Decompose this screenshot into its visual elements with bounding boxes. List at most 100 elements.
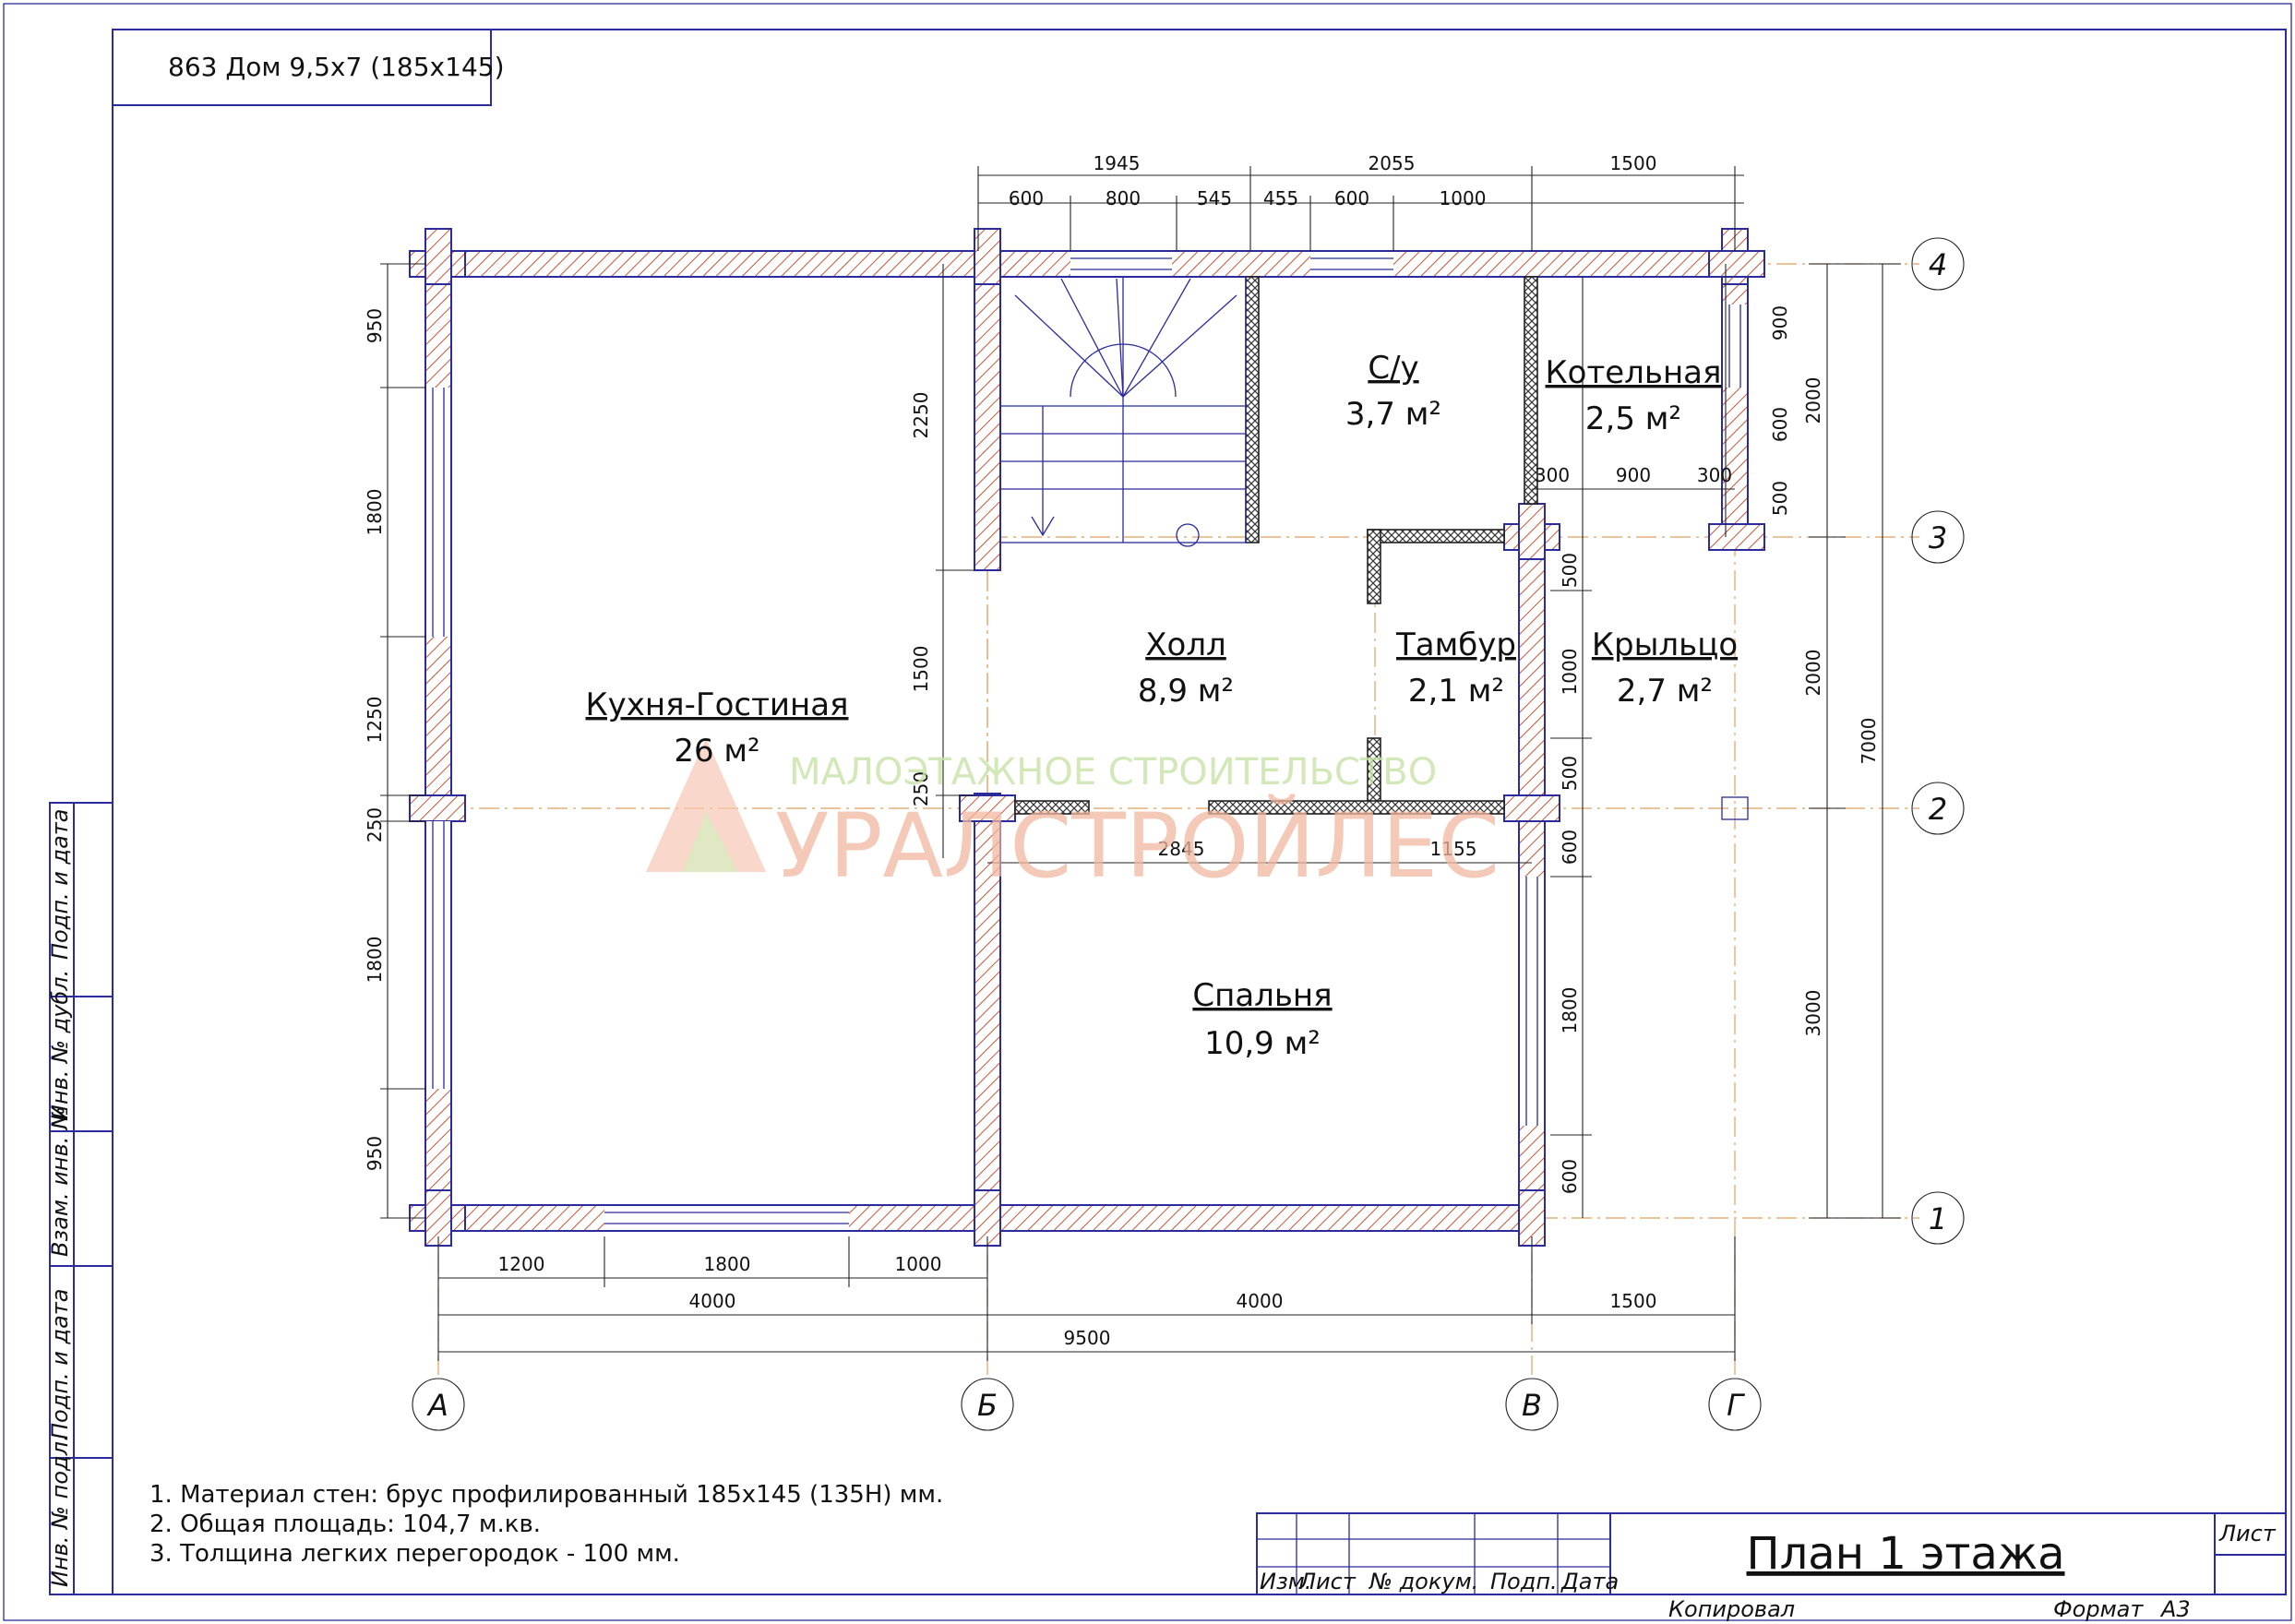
sheet-title: План 1 этажа [1747,1528,2065,1580]
sheet-frame: 863 Дом 9,5х7 (185х145) [3,3,2292,1621]
axis-row-1: 1 [1929,1201,1947,1236]
tb-copied: Копировал [1668,1596,1795,1622]
dim-boiler-900: 900 [1616,464,1651,486]
dim-right-2000b: 2000 [1802,650,1824,697]
dim-right-500c: 500 [1559,756,1581,791]
tb-format-value: А3 [2159,1596,2191,1622]
dim-left-250: 250 [364,807,386,842]
dim-stair-2250: 2250 [910,392,932,439]
dim-bottom-1800: 1800 [704,1253,751,1275]
stamp-inv-orig: Инв. № подл. [47,1434,73,1587]
note-1: 1. Материал стен: брус профилированный 1… [149,1481,943,1509]
dim-right-7000: 7000 [1858,718,1880,765]
dim-left-950b: 950 [364,1136,386,1171]
dim-right-900: 900 [1769,305,1791,340]
staircase [999,276,1247,547]
dim-right-600: 600 [1769,407,1791,442]
walls [409,228,1765,1247]
room-area-porch: 2,7 м² [1617,673,1713,710]
notes: 1. Материал стен: брус профилированный 1… [149,1481,943,1568]
room-area-hall: 8,9 м² [1138,673,1234,710]
title-block: Изм. Лист № докум. Подп. Дата План 1 эта… [1256,1512,2287,1622]
project-title: 863 Дом 9,5х7 (185х145) [168,52,505,82]
dim-left-1800b: 1800 [364,937,386,984]
axis-row-3: 3 [1929,520,1947,555]
room-name-kitchen: Кухня-Гостиная [586,687,849,723]
stamp-sign-date-2: Подп. и дата [47,1289,73,1440]
dim-right-2000: 2000 [1802,377,1824,424]
axis-col-g: Г [1727,1388,1745,1423]
side-stamp: Подп. и дата Инв. № дубл. Взам. инв. № П… [47,802,114,1595]
dim-right-1000: 1000 [1559,649,1581,696]
dim-right-600c: 600 [1559,1159,1581,1194]
watermark-logo-icon [646,738,766,872]
dim-boiler-300: 300 [1535,464,1570,486]
dim-top-545: 545 [1197,187,1232,209]
dim-bottom-4000b: 4000 [1237,1290,1284,1312]
room-area-vestibule: 2,1 м² [1408,673,1504,710]
dim-top-1000: 1000 [1440,187,1487,209]
room-area-kitchen: 26 м² [674,733,759,770]
dim-top-1945: 1945 [1094,152,1141,174]
tb-format-label: Формат [2053,1596,2144,1622]
room-area-boiler: 2,5 м² [1585,400,1681,437]
room-area-wc: 3,7 м² [1345,396,1441,433]
room-name-boiler: Котельная [1546,354,1722,391]
room-name-bedroom: Спальня [1192,977,1332,1014]
note-3: 3. Толщина легких перегородок - 100 мм. [149,1540,680,1568]
dim-left-1800: 1800 [364,489,386,536]
tb-col-sign: Подп. [1490,1569,1558,1594]
tb-sheet-label: Лист [2218,1521,2277,1546]
tb-col-date: Дата [1560,1569,1619,1594]
dim-bottom-4000: 4000 [689,1290,736,1312]
dim-right-3000: 3000 [1802,990,1824,1037]
dim-top-600b: 600 [1334,187,1369,209]
dim-bottom-1200: 1200 [498,1253,545,1275]
dim-stair-1500: 1500 [910,646,932,693]
dim-right-600b: 600 [1559,830,1581,865]
dim-stair-250: 250 [910,771,932,806]
dim-bottom-1000: 1000 [895,1253,942,1275]
dim-interior-1155: 1155 [1430,838,1477,860]
dim-right-1800: 1800 [1559,987,1581,1034]
axis-col-v: В [1522,1388,1542,1423]
axis-row-2: 2 [1929,792,1947,827]
tb-col-doc: № докум. [1368,1569,1478,1594]
watermark: МАЛОЭТАЖНОЕ СТРОИТЕЛЬСТВО УРАЛСТРОЙЛЕС [646,738,1500,898]
axis-row-4: 4 [1929,247,1947,282]
dim-top-800: 800 [1106,187,1141,209]
dim-left-1250: 1250 [364,697,386,744]
dimension-texts: 1945 2055 1500 600 800 545 455 600 1000 … [364,152,1880,1349]
dim-bottom-9500: 9500 [1064,1327,1111,1349]
dimension-lines [380,166,1901,1361]
dim-top-1500: 1500 [1610,152,1657,174]
room-area-bedroom: 10,9 м² [1204,1025,1321,1062]
room-name-porch: Крыльцо [1592,627,1738,663]
stamp-replace-inv: Взам. инв. № [47,1106,73,1257]
watermark-line1: МАЛОЭТАЖНОЕ СТРОИТЕЛЬСТВО [789,751,1437,794]
room-name-vestibule: Тамбур [1395,627,1516,663]
room-name-wc: С/у [1368,350,1418,387]
note-2: 2. Общая площадь: 104,7 м.кв. [149,1511,541,1538]
axis-col-b: Б [977,1388,998,1423]
tb-col-list: Лист [1298,1569,1357,1594]
dim-left-950: 950 [364,308,386,343]
dim-right-500: 500 [1769,481,1791,516]
dim-right-500b: 500 [1559,553,1581,588]
dim-top-2055: 2055 [1369,152,1416,174]
partitions [1014,276,1538,815]
stamp-inv-dupl: Инв. № дубл. [47,970,73,1121]
tb-col-izm: Изм. [1260,1569,1311,1594]
watermark-line2: УРАЛСТРОЙЛЕС [775,794,1500,898]
dim-interior-2845: 2845 [1158,838,1205,860]
room-name-hall: Холл [1145,627,1226,663]
dim-top-600: 600 [1009,187,1044,209]
dim-boiler-300b: 300 [1697,464,1732,486]
stamp-sign-date-1: Подп. и дата [47,809,73,961]
axis-col-a: А [426,1388,448,1423]
dim-top-455: 455 [1263,187,1298,209]
room-labels: Кухня-Гостиная 26 м² С/у 3,7 м² Котельна… [586,350,1739,1062]
dim-bottom-1500: 1500 [1610,1290,1657,1312]
axis-bubbles: 4 3 2 1 А Б В Г [412,237,1965,1431]
